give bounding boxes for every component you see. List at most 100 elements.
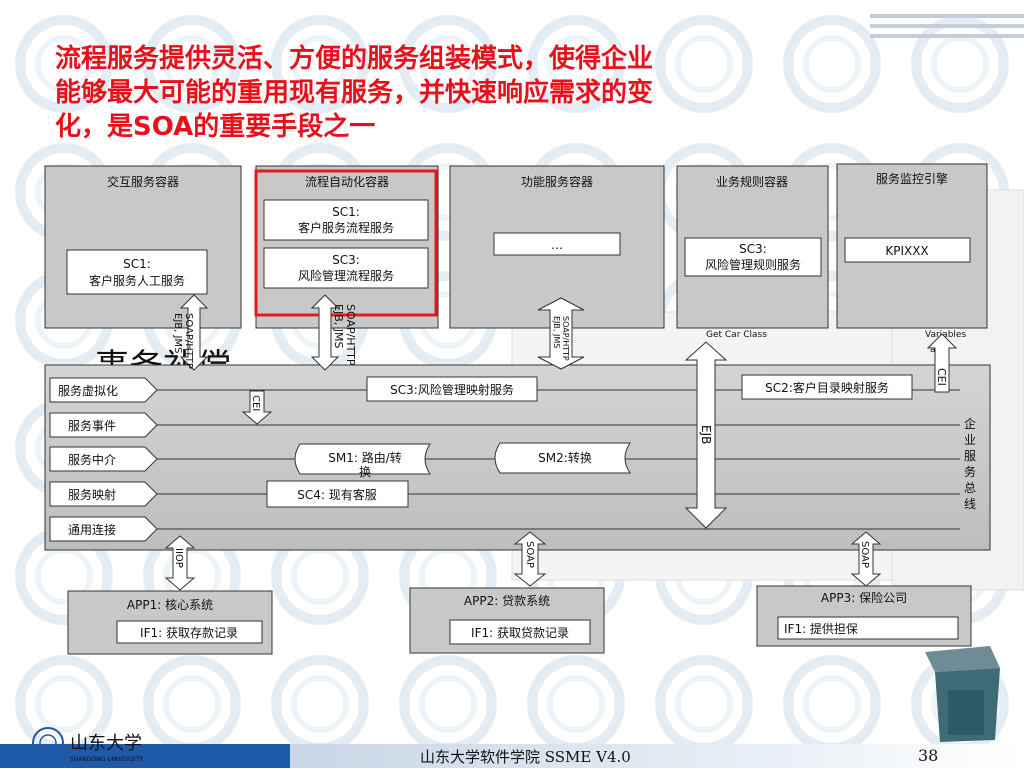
layer-virtualization-label: 服务虚拟化 [58,383,118,398]
app3-interface: IF1: 提供担保 [784,621,858,636]
layer-event-label: 服务事件 [68,418,116,433]
podium-graphic [925,646,1000,742]
title-line-2: 能够最大可能的重用现有服务，并快速响应需求的变 [55,78,654,108]
arrow-cei-left: CEI [241,390,273,425]
monitor-container: 服务监控引擎 KPIXXX [836,163,988,329]
sc3-mapping-text: SC3:风险管理映射服务 [390,382,514,397]
interaction-container-title: 交互服务容器 [107,174,179,189]
arrow-iiop: IIOP [164,535,196,591]
sc4-text: SC4: 现有客服 [297,487,377,502]
sc1-manual-label: SC1: [123,257,151,271]
sm1-text-a: SM1: 路由/转 [328,450,402,465]
sc3-mapping-box [366,376,538,402]
bus-name-char-6: 线 [964,497,976,511]
sc3-rules-service-box [684,237,822,277]
bg-text-get-car: Get Car Class [706,330,767,340]
bus-name-char-2: 业 [964,433,976,447]
app1-core-system: APP1: 核心系统 IF1: 获取存款记录 [67,590,273,655]
title-line-1: 流程服务提供灵活、方便的服务组装模式，使得企业 [55,44,654,74]
highlight-frame [254,169,438,317]
iiop-label: IIOP [173,548,184,568]
title-line-3: 化，是SOA的重要手段之一 [55,112,376,142]
page-number: 38 [918,746,939,765]
layer-mapping-label: 服务映射 [68,487,116,502]
arrow-soap-2: SOAP/HTTP EJB, JMS [310,294,357,371]
cei-right-label: CEI [935,368,948,386]
kpi-text: KPIXXX [885,244,928,258]
app2-interface: IF1: 获取贷款记录 [471,626,569,640]
process-container-title: 流程自动化容器 [305,174,389,189]
app2-loan-system: APP2: 贷款系统 IF1: 获取贷款记录 [409,587,605,654]
layer-mediation-tag [49,446,158,472]
arrow-1-label-b: EJB, JMS [172,313,183,353]
sm1-routing-shape [294,443,431,475]
school-logo: 山东大学 SHANDONG UNIVERSITY [20,725,170,769]
app3-title: APP3: 保险公司 [821,590,907,605]
layer-mapping-tag [49,481,158,507]
kpi-box [844,237,971,263]
bus-name-char-5: 总 [964,481,976,495]
app1-title: APP1: 核心系统 [127,598,213,612]
app1-interface: IF1: 获取存款记录 [140,626,238,640]
arrow-soap-mid: SOAP [513,531,547,587]
sm2-transform-shape [494,442,631,474]
function-item-box [493,232,621,256]
function-item-text: … [551,238,563,252]
app3-interface-box [777,616,959,640]
bus-name-char-3: 服 [964,449,976,463]
cei-left-label: CEI [250,395,261,411]
app1-interface-box [116,620,263,644]
sc3-rules-label: SC3: [739,242,767,256]
soap-right-label: SOAP [859,541,870,568]
arrow-soap-right: SOAP [850,531,882,587]
function-container-title: 功能服务容器 [521,174,593,189]
layer-virtualization-tag [49,377,158,403]
enterprise-service-bus: 服务虚拟化 服务事件 服务中介 服务映射 通用连接 企 业 服 务 总 线 SC… [44,364,991,551]
arrow-cei-right: CEI [926,333,958,393]
footer-left-bar [0,744,290,768]
rules-container-title: 业务规则容器 [716,174,788,189]
arrow-3-label-b: EJB, JMS [552,316,561,348]
layer-connectivity-tag [49,516,158,542]
sc3-process-name: 风险管理流程服务 [298,268,394,283]
slide-title: 流程服务提供灵活、方便的服务组装模式，使得企业 能够最大可能的重用现有服务，并快… [55,42,855,144]
arrow-soap-3: SOAP/HTTP EJB, JMS [537,297,585,370]
top-stripes [870,14,1024,38]
sc3-rules-name: 风险管理规则服务 [705,257,801,272]
soap-mid-label: SOAP [524,541,535,568]
layer-connectivity-label: 通用连接 [68,522,116,537]
arrow-2-label-a: SOAP/HTTP [344,304,357,366]
arrow-2-label-b: EJB, JMS [332,304,345,348]
rules-container: 业务规则容器 SC3: 风险管理规则服务 [676,165,829,329]
arrow-ejb-label: EJB [699,425,713,444]
app2-title: APP2: 贷款系统 [464,594,550,608]
monitor-container-title: 服务监控引擎 [876,171,948,186]
sc3-process-service-box [263,247,429,289]
sc1-manual-name: 客户服务人工服务 [89,273,185,288]
sc1-process-service-box [263,199,429,241]
arrow-soap-1: SOAP/HTTP EJB, JMS [172,294,209,371]
sc3-process-label: SC3: [332,253,360,267]
school-seal-icon [32,727,64,759]
app3-insurance: APP3: 保险公司 IF1: 提供担保 [756,585,972,647]
arrow-1-label-a: SOAP/HTTP [183,313,194,369]
arrow-3-label-a: SOAP/HTTP [561,316,570,361]
bg-text-variables: Variables [925,330,966,340]
bus-name-char-1: 企 [964,416,976,431]
sc1-process-name: 客户服务流程服务 [298,220,394,235]
sc1-manual-service-box [66,249,208,295]
school-logo-text: 山东大学 [70,733,142,754]
sm1-text-b: 换 [359,465,371,479]
footer-text: 山东大学软件学院 SSME V4.0 [420,748,631,766]
sc4-existing-service-box [266,480,409,508]
layer-event-tag [49,412,158,438]
sc1-process-label: SC1: [332,205,360,219]
interaction-container: 交互服务容器 SC1: 客户服务人工服务 [44,165,242,329]
process-container: 流程自动化容器 SC1: 客户服务流程服务 SC3: 风险管理流程服务 [254,165,439,329]
bus-name-char-4: 务 [964,464,976,479]
layer-mediation-label: 服务中介 [68,452,116,467]
app2-interface-box [449,619,591,645]
footer-bar [290,744,1024,768]
school-logo-sub: SHANDONG UNIVERSITY [70,756,143,763]
